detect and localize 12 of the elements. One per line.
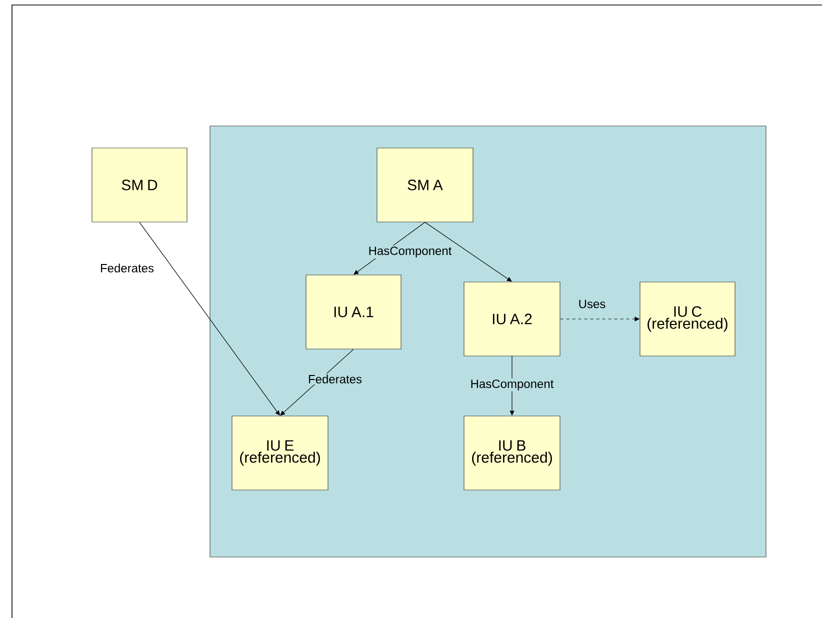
edge-label: HasComponent (367, 246, 453, 258)
arrow (424, 222, 512, 282)
box: IU A.2 (464, 282, 560, 356)
edge-label: HasComponent (469, 378, 555, 392)
box: SM D (92, 148, 188, 222)
box: IU C (referenced) (640, 282, 736, 356)
box: IU A.1 (306, 274, 402, 350)
box: SM A (376, 148, 474, 222)
box: IU B (referenced) (464, 416, 560, 490)
edge-label: Federates (307, 374, 364, 384)
box: IU E (referenced) (232, 416, 328, 490)
edge-label: Federates (99, 262, 156, 274)
